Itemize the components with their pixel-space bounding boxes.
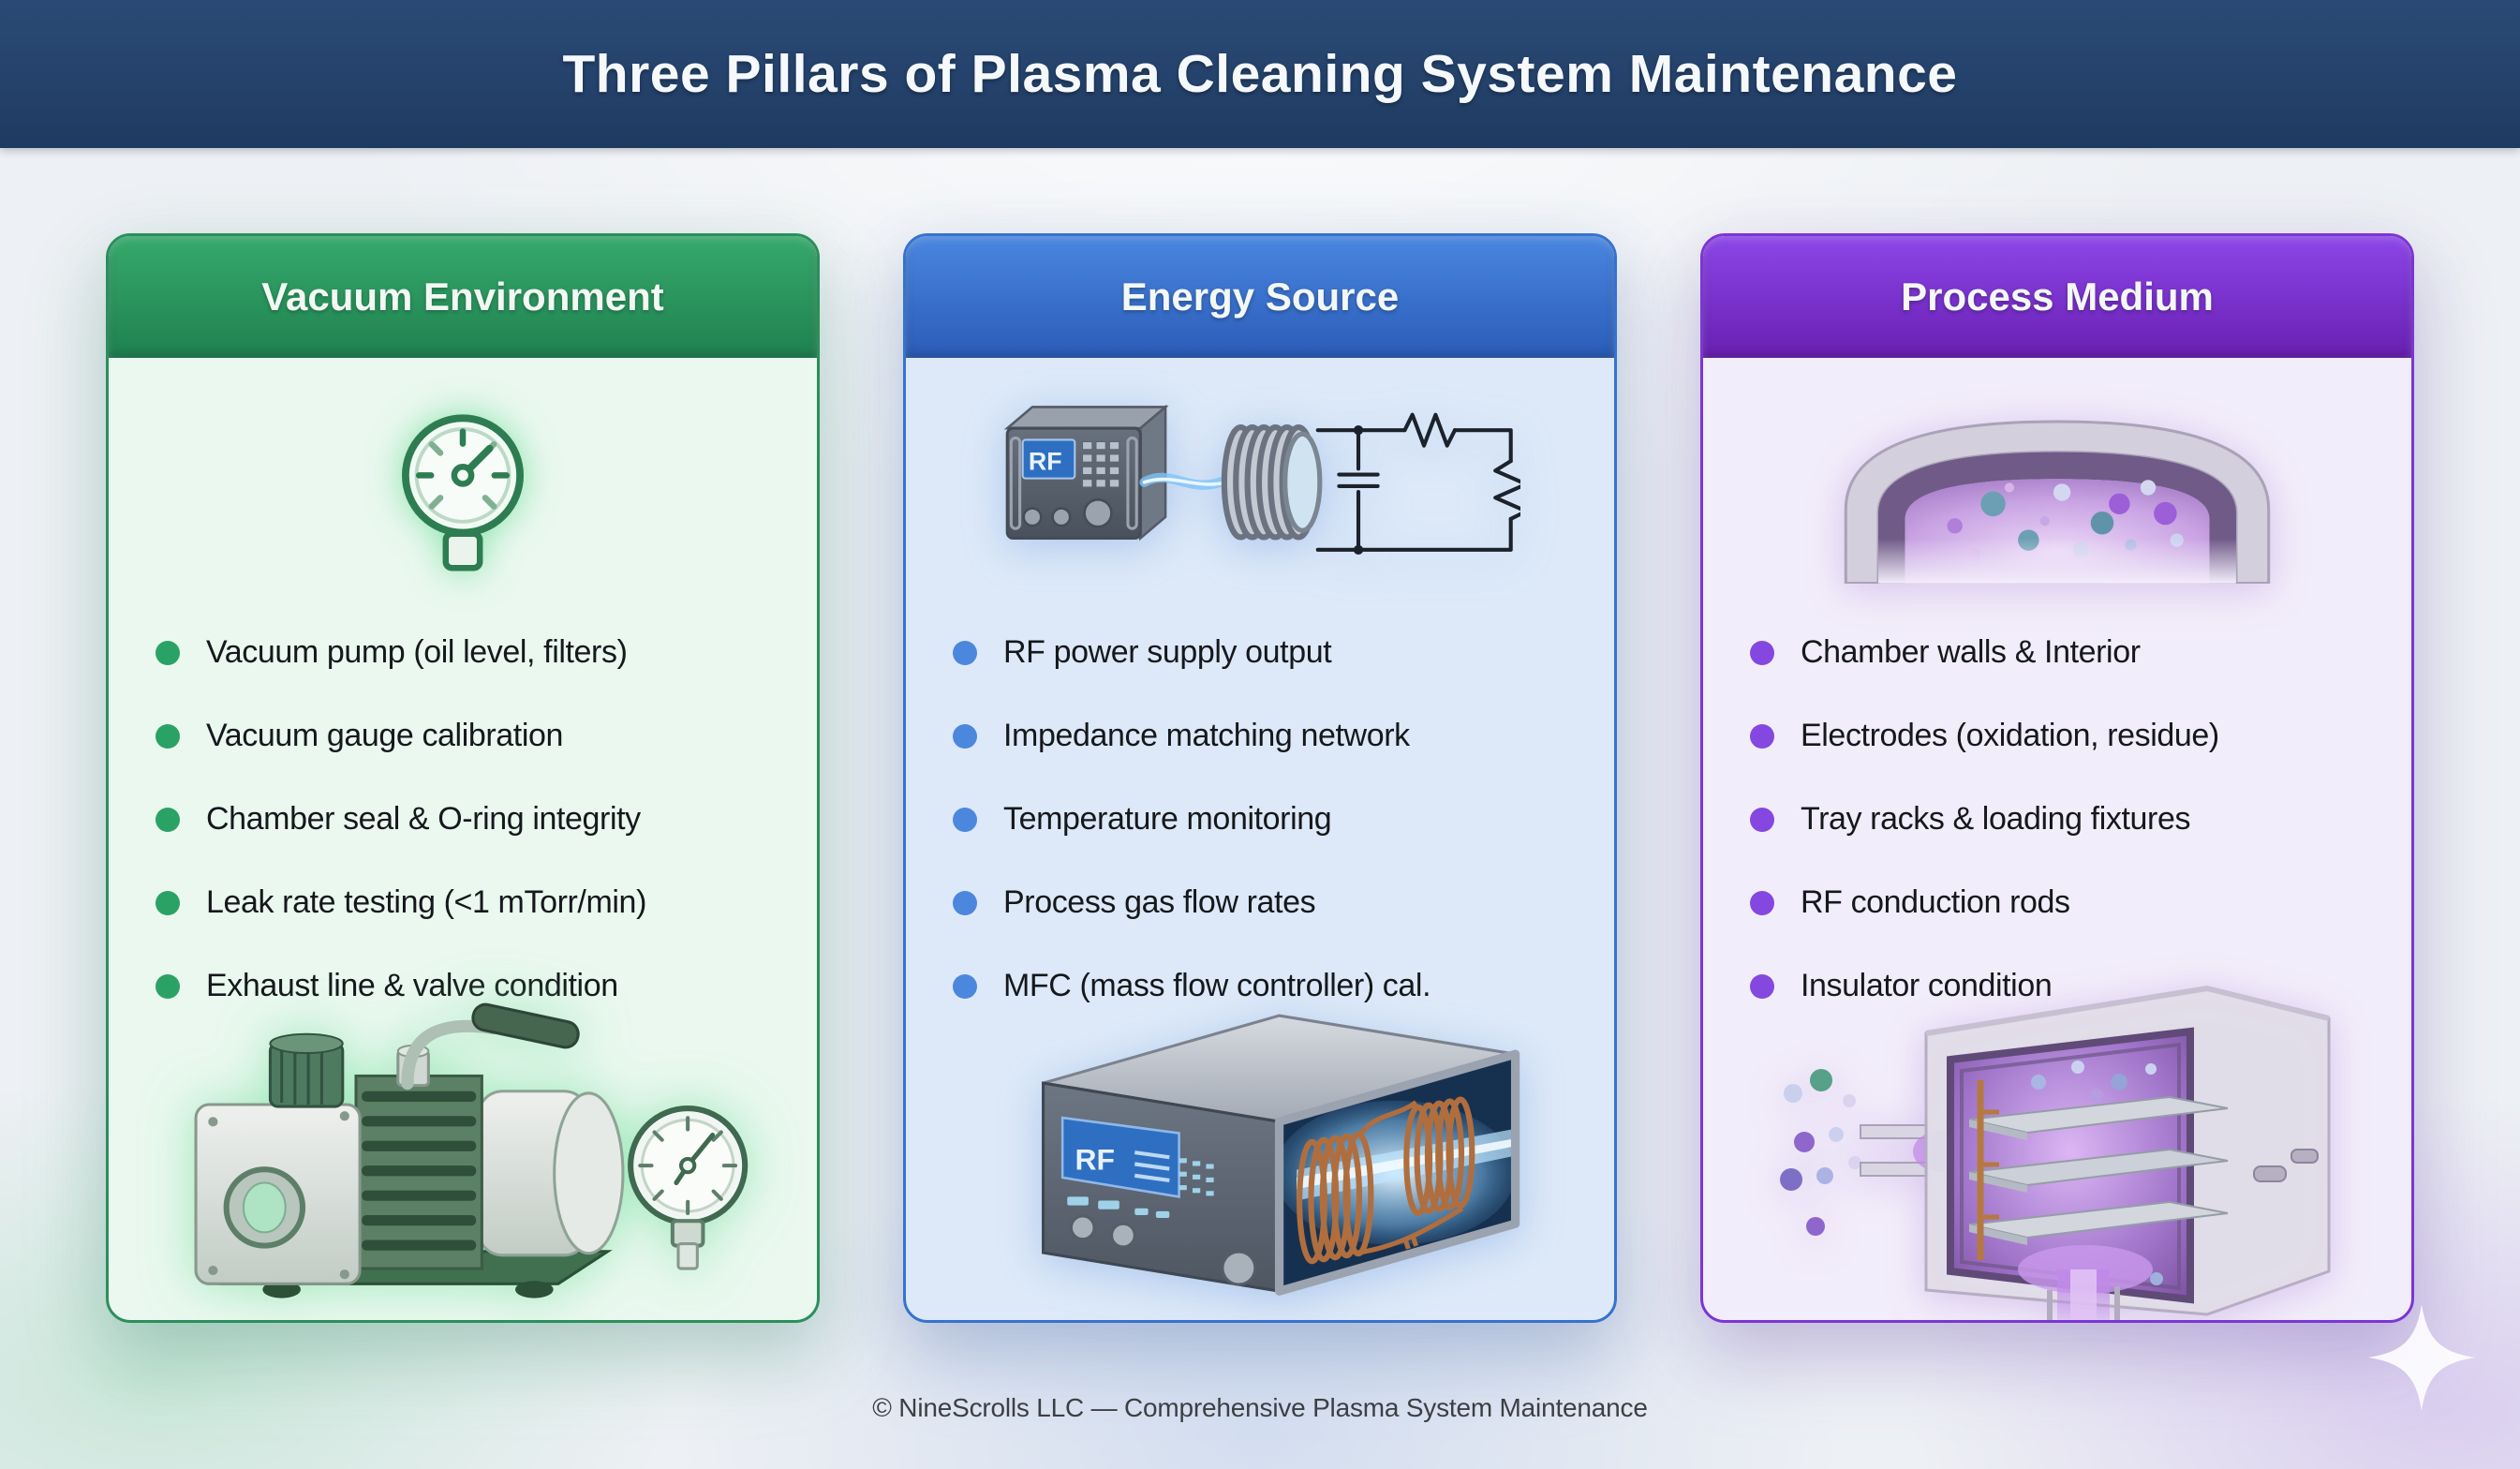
item-label: Vacuum pump (oil level, filters) (206, 634, 628, 670)
plasma-chamber-molecules-illustration (1703, 378, 2411, 601)
item-label: MFC (mass flow controller) cal. (1003, 968, 1431, 1003)
bullet-dot-icon (953, 807, 977, 832)
pillar-card-process-medium: Process Medium (1700, 233, 2414, 1323)
page-title: Three Pillars of Plasma Cleaning System … (562, 44, 1958, 104)
checklist: Chamber walls & Interior Electrodes (oxi… (1750, 611, 2411, 1028)
card-title: Process Medium (1901, 275, 2214, 319)
list-item: Vacuum gauge calibration (156, 694, 817, 778)
rf-generator-coils-illustration: RF (1042, 1014, 1520, 1296)
list-item: Chamber walls & Interior (1750, 611, 2411, 694)
list-item: Vacuum pump (oil level, filters) (156, 611, 817, 694)
list-item: Leak rate testing (<1 mTorr/min) (156, 861, 817, 944)
vacuum-pump-and-gauge-illustration (194, 1002, 749, 1298)
pressure-gauge-icon (109, 378, 817, 601)
item-label: RF power supply output (1003, 634, 1332, 670)
list-item: Tray racks & loading fixtures (1750, 778, 2411, 861)
bullet-dot-icon (156, 723, 180, 749)
bullet-dot-icon (953, 973, 977, 999)
item-label: Vacuum gauge calibration (206, 718, 564, 753)
list-item: Exhaust line & valve condition (156, 944, 817, 1028)
bullet-dot-icon (156, 640, 180, 665)
chamber-tray-rack-illustration (1703, 981, 2411, 1320)
pressure-gauge-icon (402, 414, 524, 571)
item-label: Chamber walls & Interior (1801, 634, 2141, 670)
bullet-dot-icon (953, 723, 977, 749)
list-item: Insulator condition (1750, 944, 2411, 1028)
item-label: Temperature monitoring (1003, 801, 1332, 837)
sparkle-icon (2367, 1303, 2476, 1412)
card-title: Energy Source (1120, 275, 1400, 319)
item-label: Exhaust line & valve condition (206, 968, 618, 1003)
item-label: RF conduction rods (1801, 884, 2070, 920)
card-header: Energy Source (906, 236, 1614, 358)
list-item: Impedance matching network (953, 694, 1614, 778)
bullet-dot-icon (1750, 723, 1774, 749)
rf-supply-matching-network-illustration: RF (1003, 404, 1520, 555)
card-title: Vacuum Environment (261, 275, 664, 319)
bullet-dot-icon (1750, 640, 1774, 665)
pillar-card-energy-source: Energy Source RF (903, 233, 1617, 1323)
bullet-dot-icon (1750, 890, 1774, 915)
pillar-card-vacuum-environment: Vacuum Environment (106, 233, 820, 1323)
bullet-dot-icon (1750, 973, 1774, 999)
pillar-cards-row: Vacuum Environment (106, 233, 2414, 1323)
checklist: RF power supply output Impedance matchin… (953, 611, 1614, 1028)
item-label: Insulator condition (1801, 968, 2053, 1003)
bullet-dot-icon (1750, 807, 1774, 832)
card-header: Process Medium (1703, 236, 2411, 358)
list-item: Process gas flow rates (953, 861, 1614, 944)
item-label: Process gas flow rates (1003, 884, 1316, 920)
list-item: Temperature monitoring (953, 778, 1614, 861)
chamber-tray-rack-illustration (1780, 985, 2331, 1320)
rf-supply-matching-network-illustration: RF (906, 378, 1614, 601)
bullet-dot-icon (953, 640, 977, 665)
list-item: RF conduction rods (1750, 861, 2411, 944)
item-label: Tray racks & loading fixtures (1801, 801, 2191, 837)
item-label: Electrodes (oxidation, residue) (1801, 718, 2219, 753)
rf-screen-label: RF (1029, 447, 1062, 475)
bullet-dot-icon (156, 890, 180, 915)
item-label: Chamber seal & O-ring integrity (206, 801, 641, 837)
bullet-dot-icon (953, 890, 977, 915)
vacuum-pump-and-gauge-illustration (109, 981, 817, 1320)
card-header: Vacuum Environment (109, 236, 817, 358)
footer-credit: © NineScrolls LLC — Comprehensive Plasma… (872, 1393, 1648, 1422)
list-item: MFC (mass flow controller) cal. (953, 944, 1614, 1028)
item-label: Impedance matching network (1003, 718, 1410, 753)
plasma-chamber-molecules-illustration (1844, 420, 2271, 584)
bullet-dot-icon (156, 807, 180, 832)
rf-generator-coils-illustration: RF (906, 964, 1614, 1303)
bullet-dot-icon (156, 973, 180, 999)
list-item: Chamber seal & O-ring integrity (156, 778, 817, 861)
title-bar: Three Pillars of Plasma Cleaning System … (0, 0, 2520, 148)
list-item: Electrodes (oxidation, residue) (1750, 694, 2411, 778)
rf-screen-label: RF (1075, 1143, 1116, 1177)
list-item: RF power supply output (953, 611, 1614, 694)
item-label: Leak rate testing (<1 mTorr/min) (206, 884, 646, 920)
checklist: Vacuum pump (oil level, filters) Vacuum … (156, 611, 817, 1028)
